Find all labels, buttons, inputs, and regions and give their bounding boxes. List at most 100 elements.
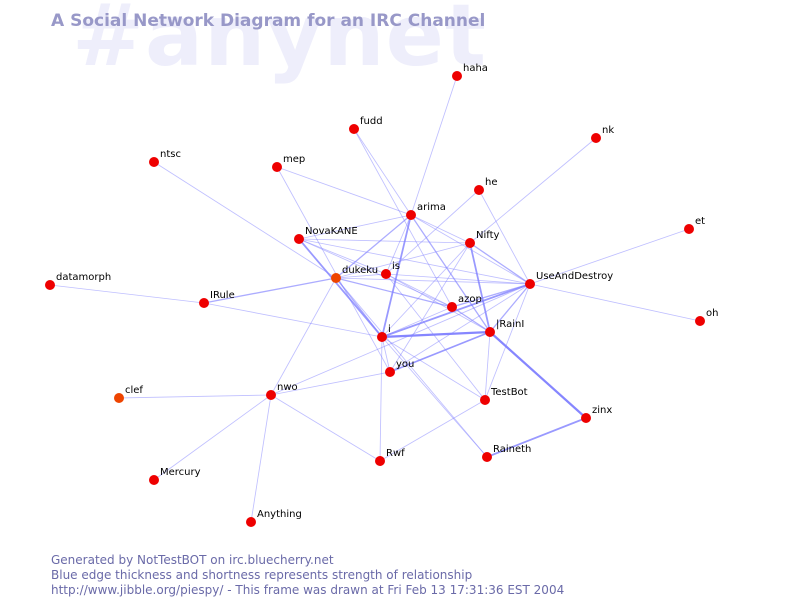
node-Nifty: Nifty <box>465 230 500 248</box>
node-dot <box>684 224 694 234</box>
edge-UseAndDestroy-oh <box>529 283 701 322</box>
edge-nk-Nifty <box>469 137 597 244</box>
node-datamorph: datamorph <box>45 272 111 290</box>
node-label: et <box>695 216 705 227</box>
node-dot <box>45 280 55 290</box>
node-dot <box>199 298 209 308</box>
node-mep: mep <box>272 154 305 172</box>
edge-i-you <box>381 336 391 373</box>
node-label: Anything <box>257 509 302 520</box>
edge-NovaKANE-i <box>298 238 383 338</box>
edge-nwo-clef <box>118 394 272 399</box>
node-label: Mercury <box>160 467 201 478</box>
node-dot <box>474 185 484 195</box>
edge-arima-i <box>381 214 412 338</box>
node-dot <box>377 332 387 342</box>
edge-he-is <box>385 189 480 275</box>
edge-he-UseAndDestroy <box>478 189 531 285</box>
edge-ntsc-dukeku <box>153 161 337 279</box>
edge-UseAndDestroy-you <box>389 283 531 373</box>
edge-NovaKANE-azop <box>298 238 453 308</box>
node-label: you <box>396 359 414 370</box>
node-oh: oh <box>695 308 718 326</box>
node-label: Raineth <box>493 444 531 455</box>
node-label: azop <box>458 294 482 305</box>
edge-Nifty-you <box>389 242 471 373</box>
edge-et-UseAndDestroy <box>529 228 690 285</box>
node-dot <box>452 71 462 81</box>
edge-layer <box>49 75 701 523</box>
edge-Nifty-UseAndDestroy <box>469 242 531 285</box>
node-dot <box>349 124 359 134</box>
node-label: arima <box>417 202 446 213</box>
edge-azop-IRainI <box>451 306 491 333</box>
edge-arima-UseAndDestroy <box>410 214 531 285</box>
node-i: i <box>377 324 391 342</box>
node-dot <box>272 162 282 172</box>
node-label: fudd <box>360 116 383 127</box>
node-label: i <box>388 324 391 335</box>
node-label: datamorph <box>56 272 111 283</box>
node-dot <box>525 279 535 289</box>
node-label: clef <box>125 385 143 396</box>
edge-dukeku-is <box>335 273 387 279</box>
node-label: he <box>485 177 498 188</box>
edge-IRule-dukeku <box>203 277 337 304</box>
node-arima: arima <box>406 202 446 220</box>
edge-arima-dukeku <box>335 214 412 279</box>
node-dot <box>447 302 457 312</box>
node-fudd: fudd <box>349 116 383 134</box>
edge-arima-NovaKANE <box>298 214 412 240</box>
edge-IRule-i <box>203 302 383 338</box>
edge-fudd-arima <box>353 128 412 216</box>
node-dot <box>485 327 495 337</box>
node-dot <box>246 517 256 527</box>
node-dot <box>480 395 490 405</box>
node-label: nk <box>602 125 614 136</box>
edge-azop-i <box>381 306 453 338</box>
edge-i-TestBot <box>381 336 486 401</box>
node-label: zinx <box>592 405 612 416</box>
edge-mep-arima <box>276 166 412 216</box>
node-label: haha <box>463 63 488 74</box>
node-dot <box>591 133 601 143</box>
edge-datamorph-IRule <box>49 284 205 304</box>
node-zinx: zinx <box>581 405 612 423</box>
node-label: Nifty <box>476 230 500 241</box>
edge-Nifty-i <box>381 242 471 338</box>
node-dot <box>294 234 304 244</box>
edge-arima-IRainI <box>410 214 491 333</box>
edge-dukeku-nwo <box>270 277 337 396</box>
footer-legend-note: Blue edge thickness and shortness repres… <box>51 568 473 582</box>
node-Raineth: Raineth <box>482 444 531 462</box>
node-haha: haha <box>452 63 488 81</box>
edge-is-UseAndDestroy <box>385 273 531 285</box>
node-TestBot: TestBot <box>480 387 528 405</box>
node-you: you <box>385 359 414 377</box>
node-clef: clef <box>114 385 143 403</box>
edge-i-Raineth <box>381 336 488 458</box>
node-dot <box>581 413 591 423</box>
node-azop: azop <box>447 294 482 312</box>
node-dot <box>114 393 124 403</box>
footer-generated-by: Generated by NotTestBOT on irc.bluecherr… <box>51 553 334 567</box>
node-dot <box>266 390 276 400</box>
edge-haha-arima <box>410 75 458 216</box>
edge-NovaKANE-UseAndDestroy <box>298 238 531 285</box>
edge-Nifty-dukeku <box>335 242 471 279</box>
edge-dukeku-UseAndDestroy <box>335 277 531 285</box>
node-nwo: nwo <box>266 382 298 400</box>
node-is: is <box>381 261 400 279</box>
edge-nwo-UseAndDestroy <box>270 283 531 396</box>
edge-UseAndDestroy-TestBot <box>484 283 531 401</box>
node-dukeku: dukeku <box>331 265 378 283</box>
edge-dukeku-azop <box>335 277 453 308</box>
node-label: Rwf <box>386 448 405 459</box>
node-label: |RainI <box>496 319 524 330</box>
edge-arima-Nifty <box>410 214 471 244</box>
node-dot <box>385 367 395 377</box>
node-label: is <box>392 261 400 272</box>
channel-watermark: #anynet <box>72 0 488 86</box>
